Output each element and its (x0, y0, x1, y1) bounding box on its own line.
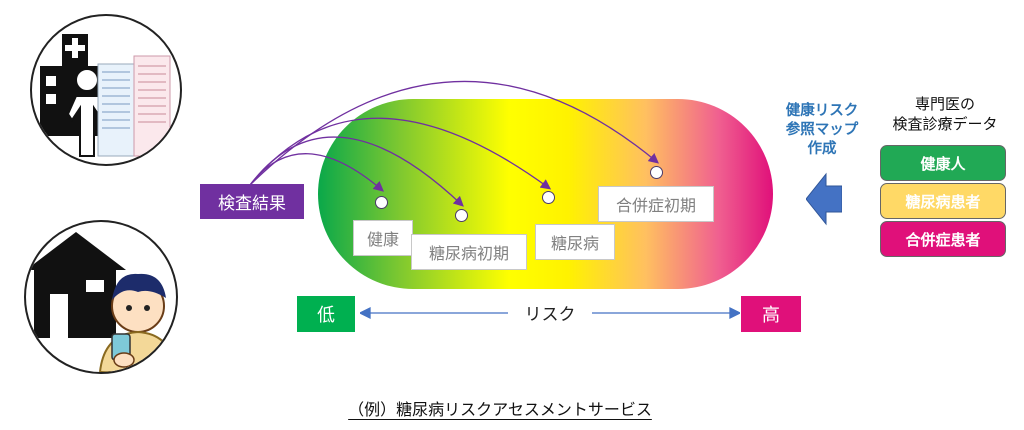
position-dot-diabetes (542, 191, 555, 204)
risk-map-label: 健康リスク 参照マップ 作成 (770, 102, 874, 159)
arc-to-complication (249, 80, 660, 186)
position-dot-healthy (375, 196, 388, 209)
data-source-line2: 検査診療データ (892, 115, 998, 133)
data-source-line1: 専門医の (914, 95, 975, 113)
risk-map-label-line2: 参照マップ (785, 122, 859, 138)
risk-axis-arrow (360, 306, 740, 320)
house-person-icon (26, 232, 176, 372)
database-cylinder: 健康人 糖尿病患者 合併症患者 (880, 145, 1006, 257)
position-dot-early-diabetes (455, 209, 468, 222)
stage-label-healthy: 健康 (353, 220, 413, 256)
diagram-caption: （例）糖尿病リスクアセスメントサービス (348, 400, 652, 419)
db-layer-diabetes: 糖尿病患者 (880, 183, 1006, 219)
hospital-icon (40, 34, 171, 157)
db-layer-complication: 合併症患者 (880, 221, 1006, 257)
risk-map-label-line1: 健康リスク (785, 103, 859, 119)
risk-high-label: 高 (741, 296, 801, 332)
risk-low-label: 低 (297, 296, 355, 332)
risk-map-label-line3: 作成 (807, 141, 837, 157)
left-arrow-icon (806, 172, 842, 226)
db-layer-healthy: 健康人 (880, 145, 1006, 181)
stage-label-diabetes: 糖尿病 (535, 224, 615, 260)
risk-axis-label: リスク (524, 305, 576, 325)
hospital-illustration (30, 14, 182, 166)
position-dot-complication (650, 166, 663, 179)
arc-to-diabetes (249, 117, 552, 190)
stage-label-complication: 合併症初期 (598, 186, 714, 222)
home-illustration (24, 220, 178, 374)
data-source-title: 専門医の 検査診療データ (870, 94, 1020, 134)
test-result-box: 検査結果 (200, 184, 304, 219)
stage-label-early-diabetes: 糖尿病初期 (411, 234, 527, 270)
